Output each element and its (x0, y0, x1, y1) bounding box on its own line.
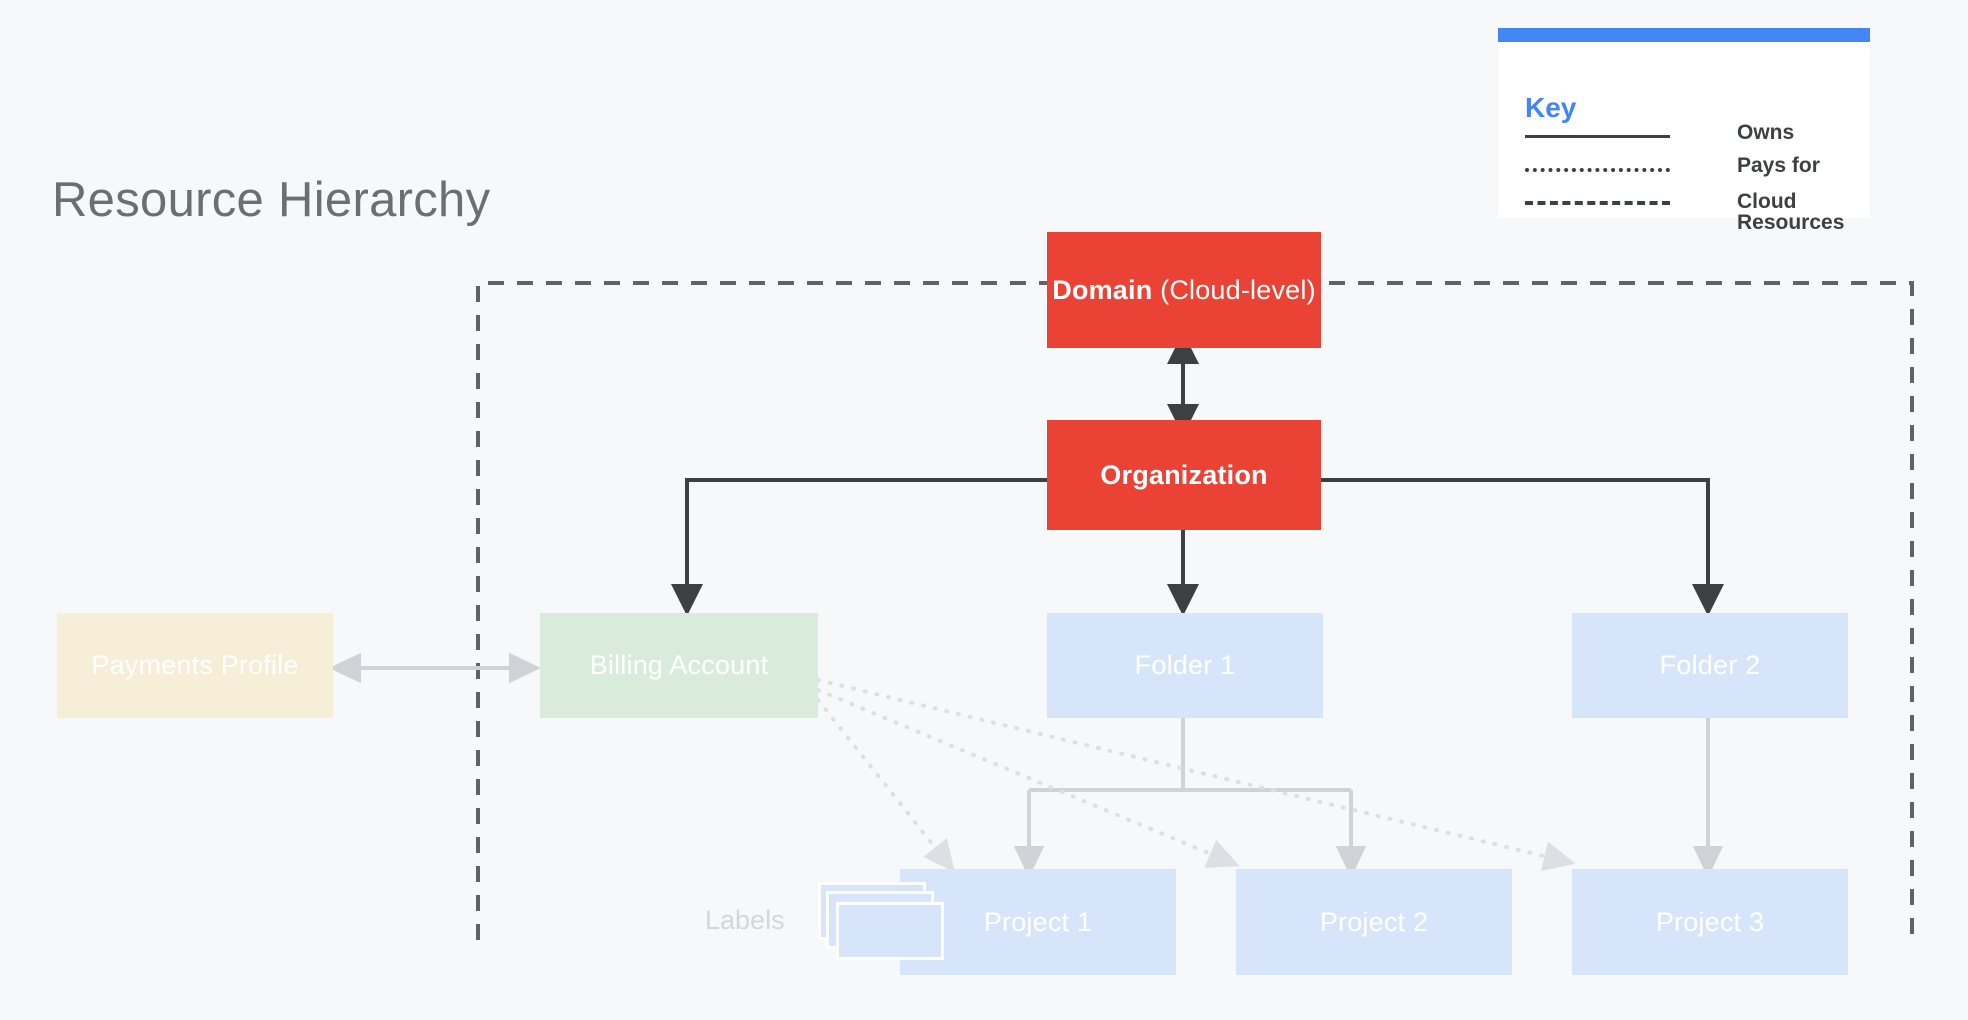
node-organization-label: Organization (1100, 459, 1268, 490)
node-project-2[interactable]: Project 2 (1236, 869, 1512, 975)
node-project-3[interactable]: Project 3 (1572, 869, 1848, 975)
edge-organization-folder2 (1320, 478, 1724, 616)
node-domain-label-light: (Cloud-level) (1152, 274, 1316, 305)
node-folder-2[interactable]: Folder 2 (1572, 613, 1848, 718)
node-domain[interactable]: Domain (Cloud-level) (1047, 232, 1321, 348)
key-title: Key (1525, 92, 1577, 123)
node-folder-1[interactable]: Folder 1 (1047, 613, 1323, 718)
key-swatch-dashed-line (1525, 201, 1670, 205)
node-project-1-label: Project 1 (983, 906, 1093, 937)
node-project-1[interactable]: Project 1 (900, 869, 1176, 975)
key-label-cloud-resources: Cloud Resources (1737, 190, 1845, 234)
node-billing-account-label: Billing Account (589, 650, 769, 681)
key-row-pays-for: Pays for (1525, 155, 1855, 189)
node-folder-1-label: Folder 1 (1134, 650, 1236, 681)
node-project-2-label: Project 2 (1319, 906, 1429, 937)
node-payments-profile[interactable]: Payments Profile (57, 613, 333, 718)
node-domain-label: Domain (Cloud-level) (1052, 274, 1316, 306)
edge-organization-billing-account (671, 478, 1047, 616)
label-card-front (836, 902, 944, 960)
node-organization[interactable]: Organization (1047, 420, 1321, 530)
key-panel: Key Owns Pays for Cloud Resources (1498, 28, 1870, 233)
node-folder-2-label: Folder 2 (1659, 650, 1761, 681)
labels-stack-icon[interactable] (818, 882, 948, 960)
node-payments-profile-label: Payments Profile (91, 650, 299, 681)
key-label-pays-for: Pays for (1737, 154, 1820, 177)
edge-billing-pays-project1 (816, 698, 955, 873)
node-domain-label-bold: Domain (1052, 274, 1153, 305)
node-billing-account[interactable]: Billing Account (540, 613, 818, 718)
key-row-cloud-resources: Cloud Resources (1525, 191, 1855, 233)
key-label-owns: Owns (1737, 121, 1795, 144)
key-swatch-solid-line (1525, 135, 1670, 138)
node-project-3-label: Project 3 (1655, 906, 1765, 937)
key-row-owns: Owns (1525, 122, 1855, 156)
cloud-resources-boundary (476, 281, 1914, 940)
edge-folder1-projects (1013, 718, 1367, 878)
labels-caption: Labels (705, 905, 785, 935)
key-panel-accent-bar (1498, 28, 1870, 42)
page-title: Resource Hierarchy (52, 173, 491, 227)
key-swatch-dotted-line (1525, 168, 1670, 172)
